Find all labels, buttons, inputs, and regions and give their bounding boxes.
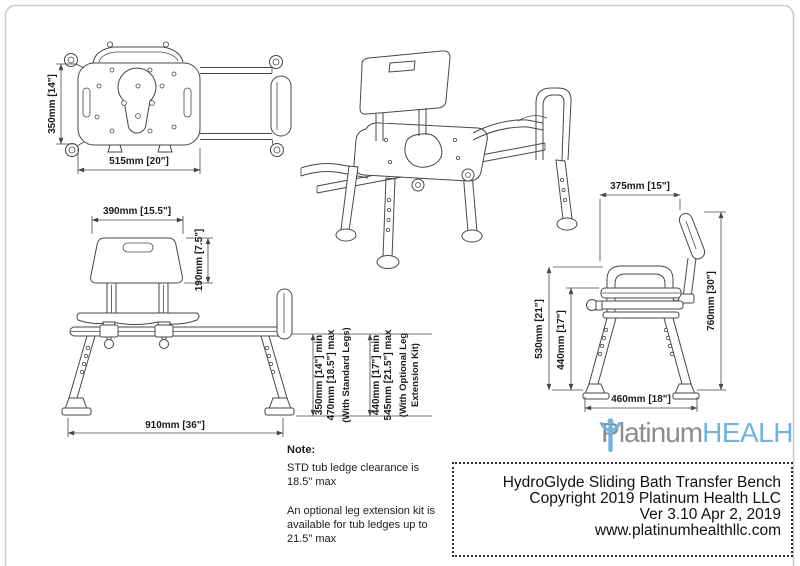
front-view: 390mm [15.5"] 190mm [7.5"] 910mm [36"] 3… [61, 206, 432, 437]
website-text: www.platinumhealthllc.com [594, 522, 781, 539]
dim-top-depth: 350mm [14"] [47, 74, 58, 134]
person-icon [600, 418, 622, 453]
dim-base-depth: 460mm [18"] [611, 394, 671, 405]
front-view-dimensions: 390mm [15.5"] 190mm [7.5"] 910mm [36"] 3… [67, 206, 432, 437]
logo-h-text: H [773, 417, 793, 448]
dim-ext-min: 440mm [17"] min [371, 335, 382, 415]
dim-ext-caption-2: Extension Kit) [410, 343, 421, 407]
note-line: An optional leg extension kit is [287, 505, 435, 517]
dim-std-min: 350mm [14"] min [314, 335, 325, 415]
tub-hooks [64, 53, 284, 157]
dim-overall-width: 910mm [36"] [145, 420, 205, 431]
logo-heal-text: HEAL [702, 417, 774, 448]
platinum-health-logo: Platinum HEAL H [600, 417, 793, 453]
dim-backrest-height: 190mm [7.5"] [194, 229, 205, 292]
copyright-line: Copyright 2019 Platinum Health LLC [529, 490, 781, 507]
perspective-view [300, 50, 578, 269]
perspective-seat-cutout [404, 133, 443, 168]
note-line: available for tub ledges up to [287, 519, 428, 531]
side-view: 375mm [15"] 530mm [21"] 440mm [17"] 760m… [534, 181, 726, 412]
side-view-dimensions: 375mm [15"] 530mm [21"] 440mm [17"] 760m… [534, 181, 726, 412]
dim-std-max: 470mm [18.5"] max [326, 329, 337, 420]
sheet-border [4, 4, 795, 566]
dim-side-top-width: 375mm [15"] [610, 181, 670, 192]
product-title: HydroGlyde Sliding Bath Transfer Bench [502, 474, 781, 491]
note-title: Note: [287, 444, 316, 456]
note-line: STD tub ledge clearance is [287, 462, 420, 474]
top-view-dimensions: 350mm [14"] 515mm [20"] [47, 63, 201, 174]
dim-backrest-width: 390mm [15.5"] [103, 206, 171, 217]
dim-seat-height: 530mm [21"] [534, 299, 545, 359]
note-line: 21.5" max [287, 533, 337, 545]
dim-ext-max: 545mm [21.5"] max [383, 329, 394, 420]
logo-platinum-text: Platinum [601, 417, 703, 448]
title-block: HydroGlyde Sliding Bath Transfer Bench C… [452, 462, 793, 557]
dim-overall-height: 760mm [30"] [706, 271, 717, 331]
dim-ext-caption-1: (With Optional Leg [398, 333, 409, 418]
seat-cutout [117, 67, 157, 134]
dim-std-caption: (With Standard Legs) [341, 327, 352, 422]
seat-holes [94, 67, 177, 134]
top-view: 350mm [14"] 515mm [20"] [47, 41, 292, 174]
note-line: 18.5" max [287, 476, 337, 488]
dim-top-width: 515mm [20"] [109, 156, 169, 167]
version-line: Ver 3.10 Apr 2, 2019 [639, 506, 781, 523]
dim-frame-height: 440mm [17"] [556, 310, 567, 370]
note-block: Note: STD tub ledge clearance is 18.5" m… [287, 443, 457, 546]
